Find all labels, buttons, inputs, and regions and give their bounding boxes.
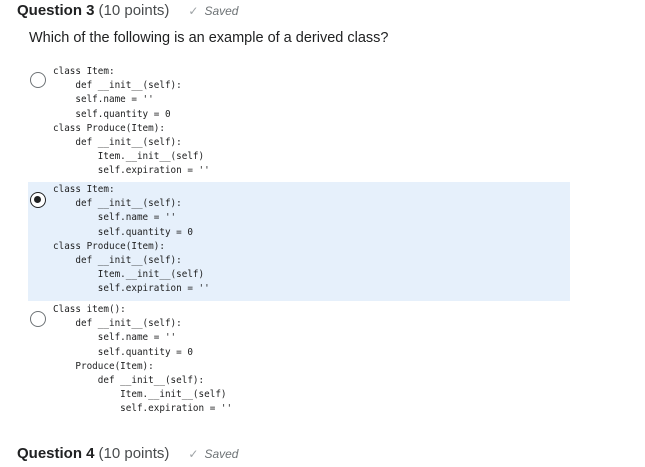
question-number: Question 4 (17, 445, 95, 462)
code-line: self.expiration = '' (53, 283, 210, 295)
radio-button-option-3[interactable] (30, 311, 46, 327)
code-line: def __init__(self): (53, 198, 182, 210)
code-block-option-2: class Item: def __init__(self): self.nam… (53, 183, 210, 297)
radio-button-option-2-selected[interactable] (30, 192, 46, 208)
code-line: class Produce(Item): (53, 240, 165, 252)
code-line: Class item(): (53, 304, 126, 315)
saved-label: Saved (204, 447, 239, 461)
radio-button-option-1[interactable] (30, 72, 46, 88)
code-line: class Produce(Item): (53, 122, 165, 134)
code-line: self.quantity = 0 (53, 108, 171, 120)
code-line: def __init__(self): (53, 255, 182, 267)
question-3-header: Question 3 (10 points) ✓ Saved (17, 2, 238, 19)
saved-label: Saved (204, 4, 239, 18)
answer-option-1[interactable]: class Item: def __init__(self): self.nam… (28, 64, 570, 182)
code-line: self.name = '' (53, 212, 177, 224)
code-line: self.expiration = '' (53, 403, 233, 415)
code-line: self.quantity = 0 (53, 226, 193, 238)
code-line: def __init__(self): (53, 80, 182, 92)
code-line: class Item: (53, 184, 115, 195)
code-line: def __init__(self): (53, 318, 182, 330)
code-line: self.expiration = '' (53, 165, 210, 177)
code-line: self.quantity = 0 (53, 346, 193, 358)
code-line: def __init__(self): (53, 137, 182, 149)
code-block-option-3: Class item(): def __init__(self): self.n… (53, 303, 232, 417)
question-4-header: Question 4 (10 points) ✓ Saved (17, 445, 238, 462)
question-number: Question 3 (17, 2, 95, 19)
code-line: Item.__init__(self) (53, 269, 205, 281)
code-line: Produce(Item): (53, 360, 154, 372)
answer-option-2[interactable]: class Item: def __init__(self): self.nam… (28, 182, 570, 301)
saved-status: ✓ Saved (188, 4, 238, 18)
answer-option-3[interactable]: Class item(): def __init__(self): self.n… (28, 301, 570, 421)
check-icon: ✓ (188, 447, 199, 461)
code-line: Item.__init__(self) (53, 389, 227, 401)
check-icon: ✓ (188, 4, 199, 18)
question-prompt: Which of the following is an example of … (29, 30, 389, 46)
question-points: (10 points) (98, 445, 170, 462)
code-line: def __init__(self): (53, 375, 205, 387)
code-line: class Item: (53, 66, 115, 77)
saved-status: ✓ Saved (188, 447, 238, 461)
question-points: (10 points) (98, 2, 170, 19)
code-line: self.name = '' (53, 94, 154, 106)
code-block-option-1: class Item: def __init__(self): self.nam… (53, 65, 210, 179)
code-line: self.name = '' (53, 332, 177, 344)
code-line: Item.__init__(self) (53, 151, 205, 163)
